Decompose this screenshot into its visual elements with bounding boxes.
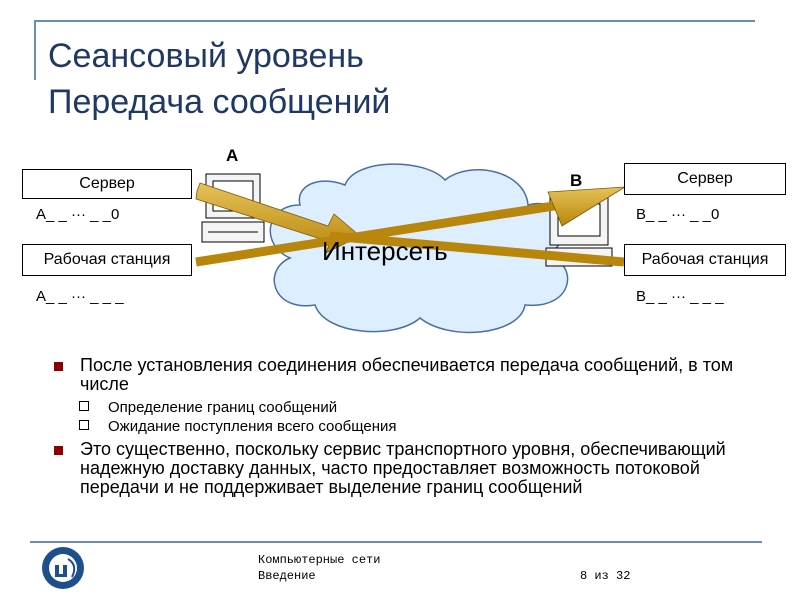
left-rule bbox=[34, 20, 36, 80]
server-a-label: Сервер bbox=[79, 175, 135, 192]
workstation-a-label: Рабочая станция bbox=[43, 251, 171, 268]
workstation-b-box: Рабочая станция bbox=[624, 244, 786, 276]
network-diagram bbox=[195, 163, 626, 334]
footer-course: Компьютерные сети bbox=[258, 553, 381, 567]
bullet-item-1: После установления соединения обеспечива… bbox=[50, 356, 750, 394]
workstation-b-label: Рабочая станция bbox=[641, 251, 769, 268]
bullet-text-1: После установления соединения обеспечива… bbox=[80, 355, 734, 394]
bullet-square-icon bbox=[54, 362, 63, 371]
sub-bullet-text-1: Определение границ сообщений bbox=[108, 399, 338, 416]
sub-bullet-item-2: Ожидание поступления всего сообщения bbox=[50, 417, 750, 436]
server-b-box: Сервер bbox=[624, 163, 786, 195]
workstation-a-box: Рабочая станция bbox=[22, 244, 192, 276]
server-b-label: Сервер bbox=[677, 170, 733, 187]
bullet-list: После установления соединения обеспечива… bbox=[50, 356, 750, 501]
node-label-b: B bbox=[570, 171, 583, 190]
workstation-b-address: B_ _ ··· _ _ _ bbox=[636, 288, 724, 305]
checkbox-bullet-icon bbox=[79, 401, 89, 411]
sub-bullet-item-1: Определение границ сообщений bbox=[50, 398, 750, 417]
workstation-a-address: A_ _ ··· _ _ _ bbox=[36, 288, 124, 305]
node-label-a: A bbox=[226, 146, 239, 165]
sub-bullet-text-2: Ожидание поступления всего сообщения bbox=[108, 418, 397, 435]
bullet-item-2: Это существенно, поскольку сервис трансп… bbox=[50, 440, 750, 497]
network-label: Интерсеть bbox=[322, 236, 448, 266]
server-b-address: B_ _ ··· _ _0 bbox=[636, 206, 720, 223]
top-rule bbox=[34, 20, 755, 22]
server-a-box: Сервер bbox=[22, 169, 192, 199]
arrow-workstation-a-to-server-b bbox=[195, 186, 626, 267]
checkbox-bullet-icon bbox=[79, 420, 89, 430]
unn-logo-icon bbox=[42, 547, 84, 589]
server-a-address: A_ _ ··· _ _0 bbox=[36, 206, 120, 223]
page-title: Сеансовый уровень bbox=[48, 37, 364, 75]
bullet-text-2: Это существенно, поскольку сервис трансп… bbox=[80, 439, 726, 497]
bottom-rule bbox=[30, 541, 762, 543]
footer-section: Введение bbox=[258, 569, 316, 583]
footer-page-number: 8 из 32 bbox=[580, 569, 631, 583]
page-subtitle: Передача сообщений bbox=[48, 83, 391, 121]
bullet-square-icon bbox=[54, 446, 63, 455]
